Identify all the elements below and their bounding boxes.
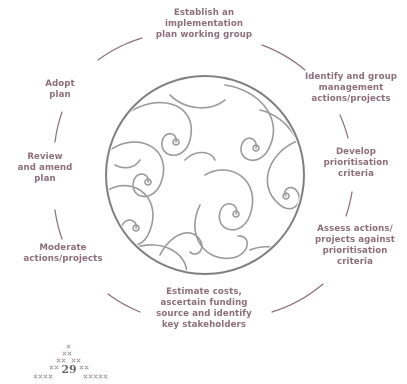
step-identify: Identify and group management actions/pr…: [296, 72, 406, 105]
step-adopt: Adopt plan: [28, 79, 92, 101]
koru-medallion-icon: [105, 75, 305, 275]
page-number: 29: [61, 363, 77, 376]
step-moderate: Moderate actions/projects: [8, 243, 118, 265]
step-moderate-line-2: actions/projects: [23, 254, 103, 264]
step-adopt-line-1: Adopt: [45, 79, 75, 89]
step-develop-line-2: prioritisation: [323, 158, 389, 168]
step-establish-line-1: Establish an: [173, 8, 235, 18]
ring-arc-5: [107, 293, 141, 313]
step-estimate-line-1: Estimate costs,: [166, 287, 242, 297]
step-assess: Assess actions/ projects against priorit…: [305, 224, 405, 268]
step-review-line-2: and amend: [17, 163, 73, 173]
ring-arc-3: [345, 191, 353, 217]
step-adopt-line-2: plan: [49, 90, 71, 100]
step-estimate-line-4: key stakeholders: [161, 320, 247, 330]
ring-arc-4: [271, 283, 324, 313]
step-establish-line-2: implementation: [164, 19, 244, 29]
step-assess-line-4: criteria: [337, 257, 373, 267]
step-identify-line-2: management: [318, 83, 384, 93]
step-identify-line-3: actions/projects: [311, 94, 391, 104]
step-assess-line-2: projects against: [314, 235, 395, 245]
ring-arc-7: [54, 111, 63, 143]
step-develop-line-1: Develop: [335, 147, 377, 157]
cross-stitch-triangle-icon: [33, 344, 108, 379]
ring-arc-1: [261, 44, 306, 71]
step-identify-line-1: Identify and group: [304, 72, 398, 82]
step-estimate-line-2: ascertain funding: [160, 298, 248, 308]
step-estimate-line-3: source and identify: [156, 309, 252, 319]
ring-arc-8: [97, 37, 143, 61]
cycle-ring: [54, 37, 353, 313]
ring-arc-6: [54, 209, 63, 240]
ring-arc-2: [339, 114, 349, 139]
step-review-line-1: Review: [27, 152, 63, 162]
step-review: Review and amend plan: [10, 152, 80, 185]
step-assess-line-3: prioritisation: [322, 246, 388, 256]
step-assess-line-1: Assess actions/: [317, 224, 393, 234]
step-establish: Establish an implementation plan working…: [131, 8, 277, 41]
step-estimate: Estimate costs, ascertain funding source…: [126, 287, 282, 331]
step-review-line-3: plan: [34, 174, 56, 184]
step-develop: Develop prioritisation criteria: [308, 147, 404, 180]
step-moderate-line-1: Moderate: [39, 243, 87, 253]
step-develop-line-3: criteria: [338, 169, 374, 179]
step-establish-line-3: plan working group: [155, 30, 253, 40]
